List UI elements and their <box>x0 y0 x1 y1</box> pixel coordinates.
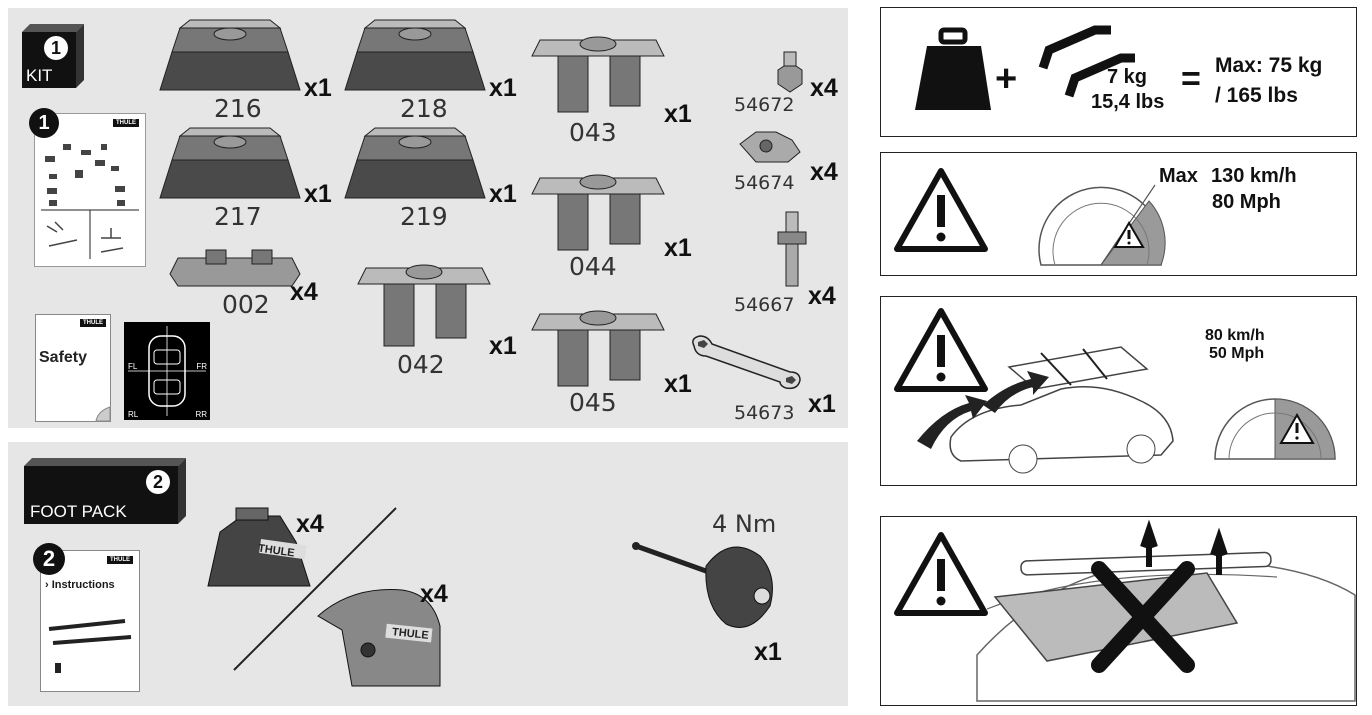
speed-max-kmh: 130 km/h <box>1211 165 1297 187</box>
kit-badge-label: KIT <box>26 66 53 85</box>
foot-dark-illustration <box>207 507 311 587</box>
torque-value: 4 Nm <box>712 510 777 538</box>
part-number-045: 045 <box>569 388 617 417</box>
kit-badge: 1 KIT <box>22 24 84 88</box>
part-qty-044: x1 <box>664 234 692 262</box>
part-number-043: 043 <box>569 118 617 147</box>
speed-load-kmh: 80 km/h <box>1205 327 1265 344</box>
foot-light-illustration <box>317 589 441 687</box>
box-icon <box>22 24 84 88</box>
weight-icon <box>915 27 991 110</box>
tool-qty: x1 <box>754 638 782 666</box>
thule-logo: THULE <box>80 319 106 327</box>
foot-pack-badge: 2 FOOT PACK <box>24 458 186 524</box>
part-number-54672: 54672 <box>734 94 795 116</box>
part-number-54674: 54674 <box>734 172 795 194</box>
load-speed-box: 80 km/h 50 Mph <box>880 296 1357 486</box>
pad-219-illustration <box>344 127 486 199</box>
part-qty-54667: x4 <box>808 282 836 310</box>
part-qty-216: x1 <box>304 74 332 102</box>
kit-badge-number: 1 <box>44 36 68 60</box>
part-qty-002: x4 <box>290 278 318 306</box>
clamp-54674-icon <box>739 131 801 163</box>
nut-54672-icon <box>777 51 803 93</box>
foot-pack-badge-number: 2 <box>146 470 170 494</box>
bracket-042-illustration <box>357 264 491 347</box>
max-speed-box: Max 130 km/h 80 Mph <box>880 152 1357 276</box>
part-qty-54673: x1 <box>808 390 836 418</box>
bar-weight-lbs: 15,4 lbs <box>1091 91 1165 113</box>
part-number-216: 216 <box>214 94 262 123</box>
plus-sign: + <box>995 58 1018 100</box>
bracket-043-illustration <box>531 36 665 113</box>
warning-triangle-icon <box>894 532 988 616</box>
part-number-219: 219 <box>400 202 448 231</box>
part-qty-218: x1 <box>489 74 517 102</box>
warning-triangle-icon <box>894 308 988 392</box>
max-load-kg: Max: 75 kg <box>1215 54 1323 77</box>
bracket-045-illustration <box>531 310 665 387</box>
divider-line <box>233 507 397 671</box>
bar-weight-kg: 7 kg <box>1107 66 1148 88</box>
thule-logo: THULE <box>113 119 139 127</box>
bolt-54667-icon <box>777 211 807 287</box>
roof-bars-icon <box>1038 25 1135 98</box>
pad-218-illustration <box>344 19 486 91</box>
torque-tool-illustration <box>632 542 773 628</box>
position-fl: FL <box>128 362 138 371</box>
manual-booklet-1: 1 THULE <box>29 108 146 267</box>
speedometer-icon <box>1214 398 1336 460</box>
manual-number-2: 2 <box>33 543 65 575</box>
part-qty-043: x1 <box>664 100 692 128</box>
page-curl-icon <box>95 406 111 422</box>
position-rl: RL <box>128 410 139 419</box>
speed-max-label: Max <box>1159 165 1198 187</box>
car-with-load-illustration <box>917 346 1174 474</box>
car-position-card: FL FR RL RR <box>124 322 210 420</box>
wrench-54673-icon <box>692 335 801 390</box>
equals-sign: = <box>1181 60 1201 98</box>
roof-bars-illustration <box>48 619 132 673</box>
part-qty-219: x1 <box>489 180 517 208</box>
part-qty-042: x1 <box>489 332 517 360</box>
speed-max-mph: 80 Mph <box>1212 191 1281 213</box>
pad-216-illustration <box>159 19 301 91</box>
no-lifting-box <box>880 516 1357 706</box>
manual-number-1: 1 <box>29 108 59 138</box>
foot-pack-badge-label: FOOT PACK <box>30 502 127 521</box>
pad-217-illustration <box>159 127 301 199</box>
speedometer-icon <box>1038 184 1166 266</box>
part-number-042: 042 <box>397 350 445 379</box>
part-number-54667: 54667 <box>734 294 795 316</box>
part-qty-217: x1 <box>304 180 332 208</box>
foot-qty-2: x4 <box>420 580 448 608</box>
clip-002-illustration <box>169 249 301 287</box>
load-capacity-box: + 7 kg 15,4 lbs = Max: 75 kg / 165 lbs <box>880 7 1357 137</box>
manual-page-illustration <box>41 144 139 259</box>
part-number-217: 217 <box>214 202 262 231</box>
foot-qty-1: x4 <box>296 510 324 538</box>
part-qty-54672: x4 <box>810 74 838 102</box>
max-load-lbs: / 165 lbs <box>1215 84 1298 107</box>
part-number-044: 044 <box>569 252 617 281</box>
safety-booklet: THULE Safety <box>35 314 111 422</box>
part-qty-54674: x4 <box>810 158 838 186</box>
speed-load-mph: 50 Mph <box>1209 345 1265 362</box>
warning-triangle-icon <box>894 168 988 252</box>
thule-logo: THULE <box>107 556 133 564</box>
manual-booklet-2: 2 THULE › Instructions <box>33 543 140 692</box>
part-qty-045: x1 <box>664 370 692 398</box>
position-fr: FR <box>196 362 207 371</box>
position-rr: RR <box>195 410 207 419</box>
bracket-044-illustration <box>531 174 665 251</box>
instructions-label: › Instructions <box>45 579 115 591</box>
part-number-54673: 54673 <box>734 402 795 424</box>
part-number-218: 218 <box>400 94 448 123</box>
car-top-view-icon <box>128 326 206 416</box>
safety-label: Safety <box>39 349 88 366</box>
roof-lift-prohibited-illustration <box>976 519 1356 702</box>
part-number-002: 002 <box>222 290 270 319</box>
